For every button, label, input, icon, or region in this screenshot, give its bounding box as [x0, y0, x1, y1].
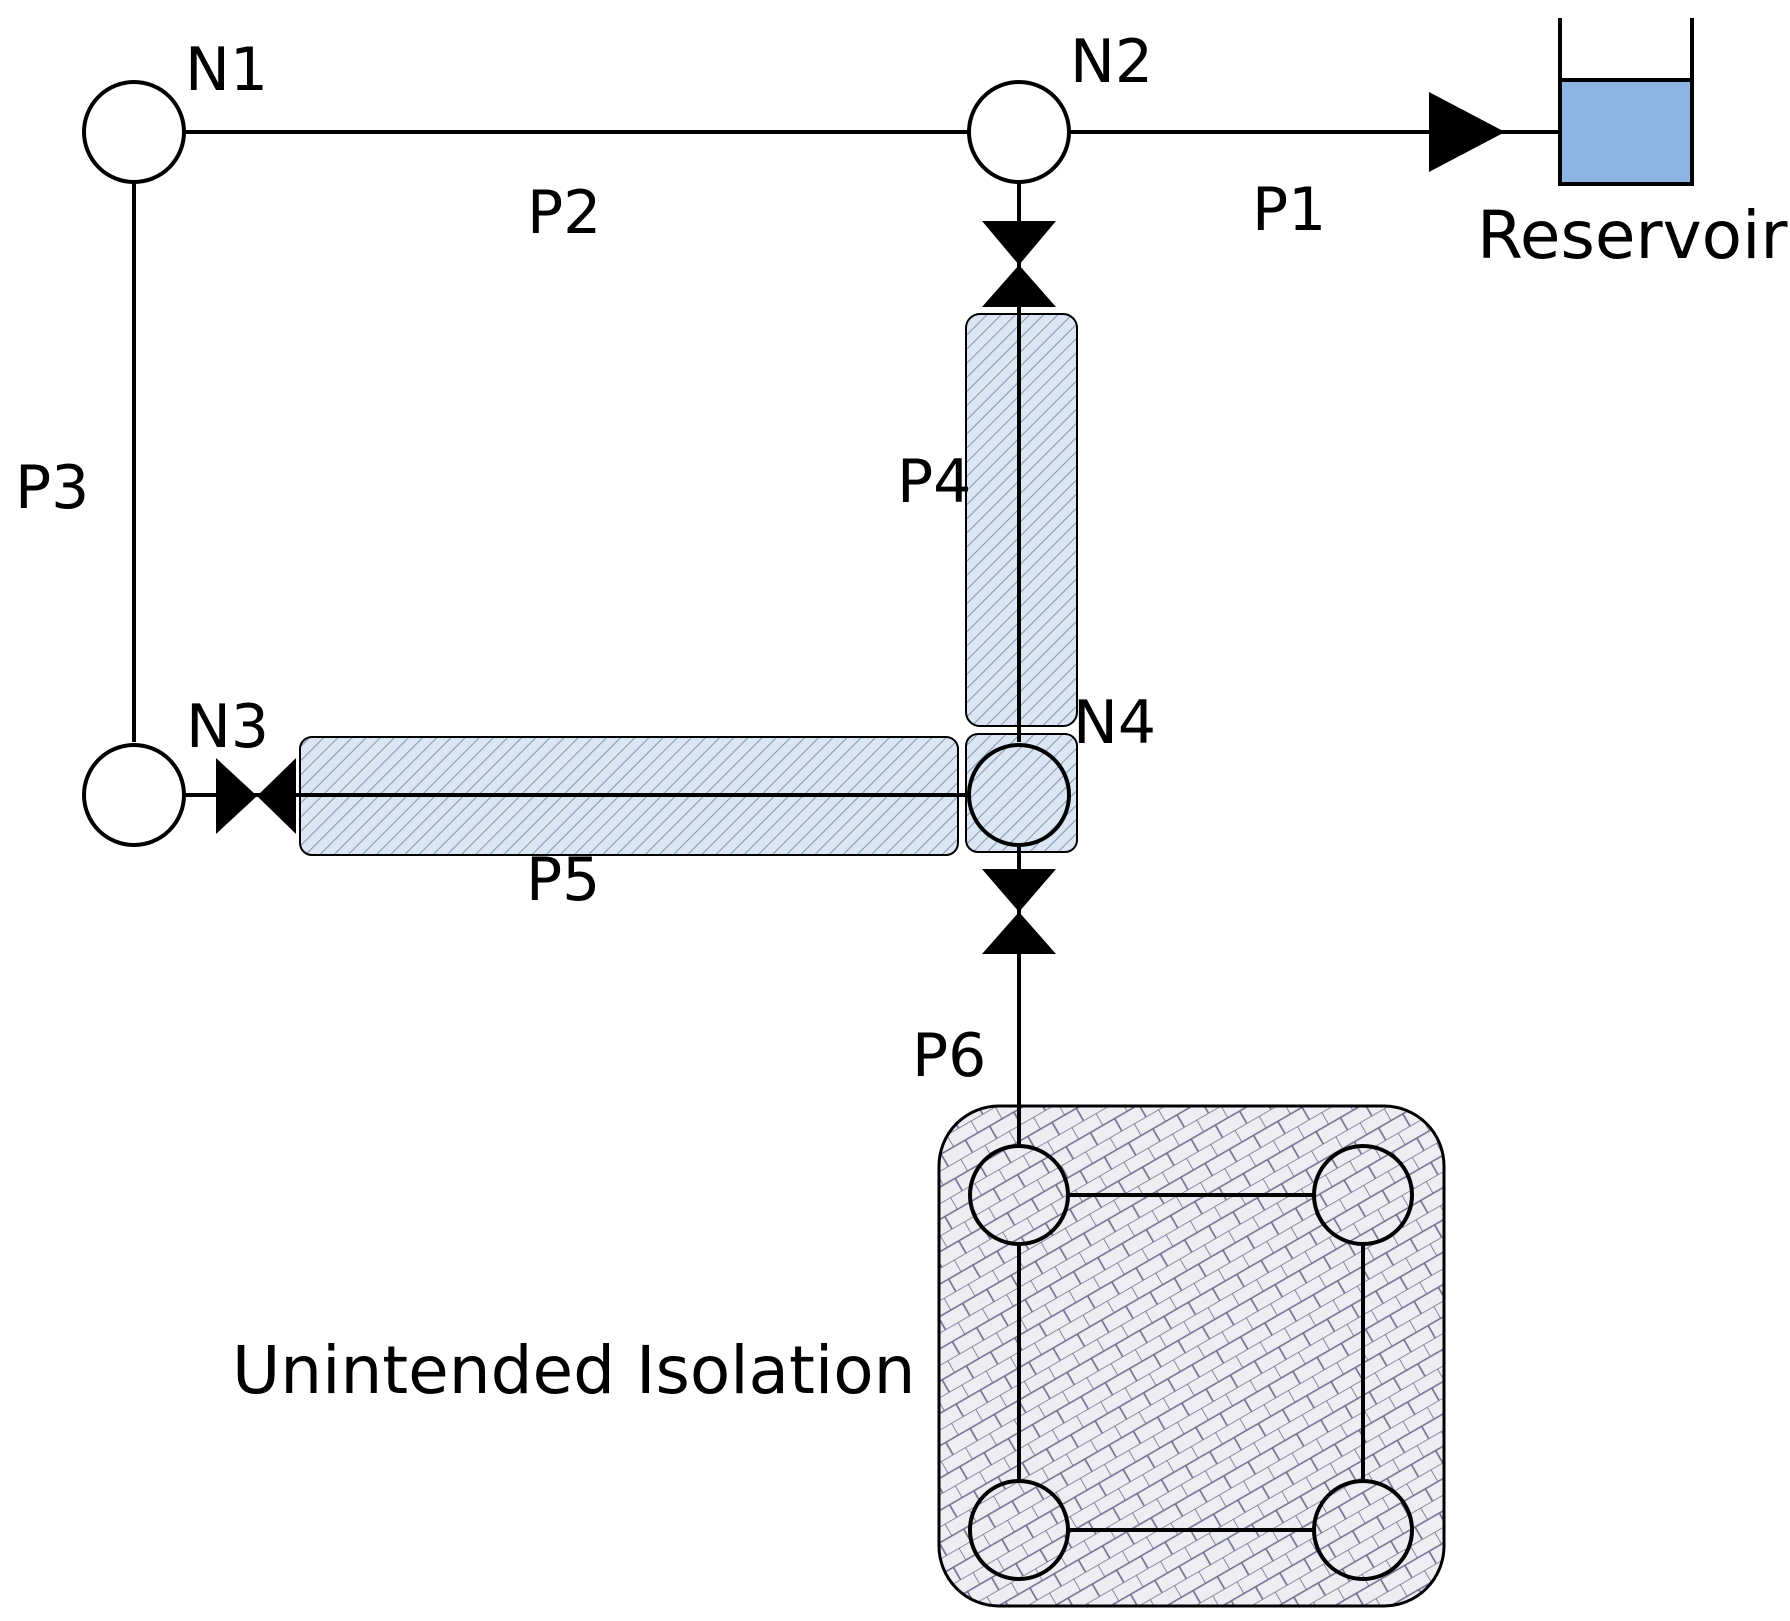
node-label-n4: N4: [1073, 688, 1156, 758]
shutdown-segment-p4: [965, 313, 1078, 727]
pipe-label-p6: P6: [912, 1021, 986, 1091]
valve-p6-bottom: [982, 912, 1056, 954]
isolated-node-bottom-left: [968, 1479, 1070, 1581]
node-n1: [82, 80, 186, 184]
node-n4: [967, 743, 1071, 847]
node-label-n2: N2: [1070, 27, 1153, 97]
node-label-n1: N1: [185, 35, 268, 105]
node-n2: [967, 80, 1071, 184]
pipe-label-p2: P2: [527, 178, 601, 248]
isolation-zone: [937, 1104, 1446, 1608]
pipe-label-p1: P1: [1252, 175, 1326, 245]
reservoir-label: Reservoir: [1477, 197, 1788, 274]
valve-p1: [1429, 92, 1505, 172]
reservoir-water: [1558, 78, 1694, 186]
valve-p5-right: [257, 758, 296, 834]
shutdown-segment-n4: [965, 733, 1078, 853]
isolated-node-top-right: [1312, 1144, 1414, 1246]
isolated-node-bottom-right: [1312, 1479, 1414, 1581]
pipe-label-p4: P4: [897, 447, 971, 517]
pipe-label-p3: P3: [15, 453, 89, 523]
node-label-n3: N3: [186, 692, 269, 762]
valve-p4-top: [982, 221, 1056, 265]
valve-p6-top: [982, 869, 1056, 912]
isolated-node-top-left: [968, 1144, 1070, 1246]
valve-p4-bottom: [982, 265, 1056, 307]
valve-p5-left: [216, 758, 257, 834]
isolation-label: Unintended Isolation: [232, 1332, 915, 1409]
pipe-label-p5: P5: [526, 845, 600, 915]
reservoir-tank: [1558, 18, 1694, 186]
node-n3: [82, 743, 186, 847]
